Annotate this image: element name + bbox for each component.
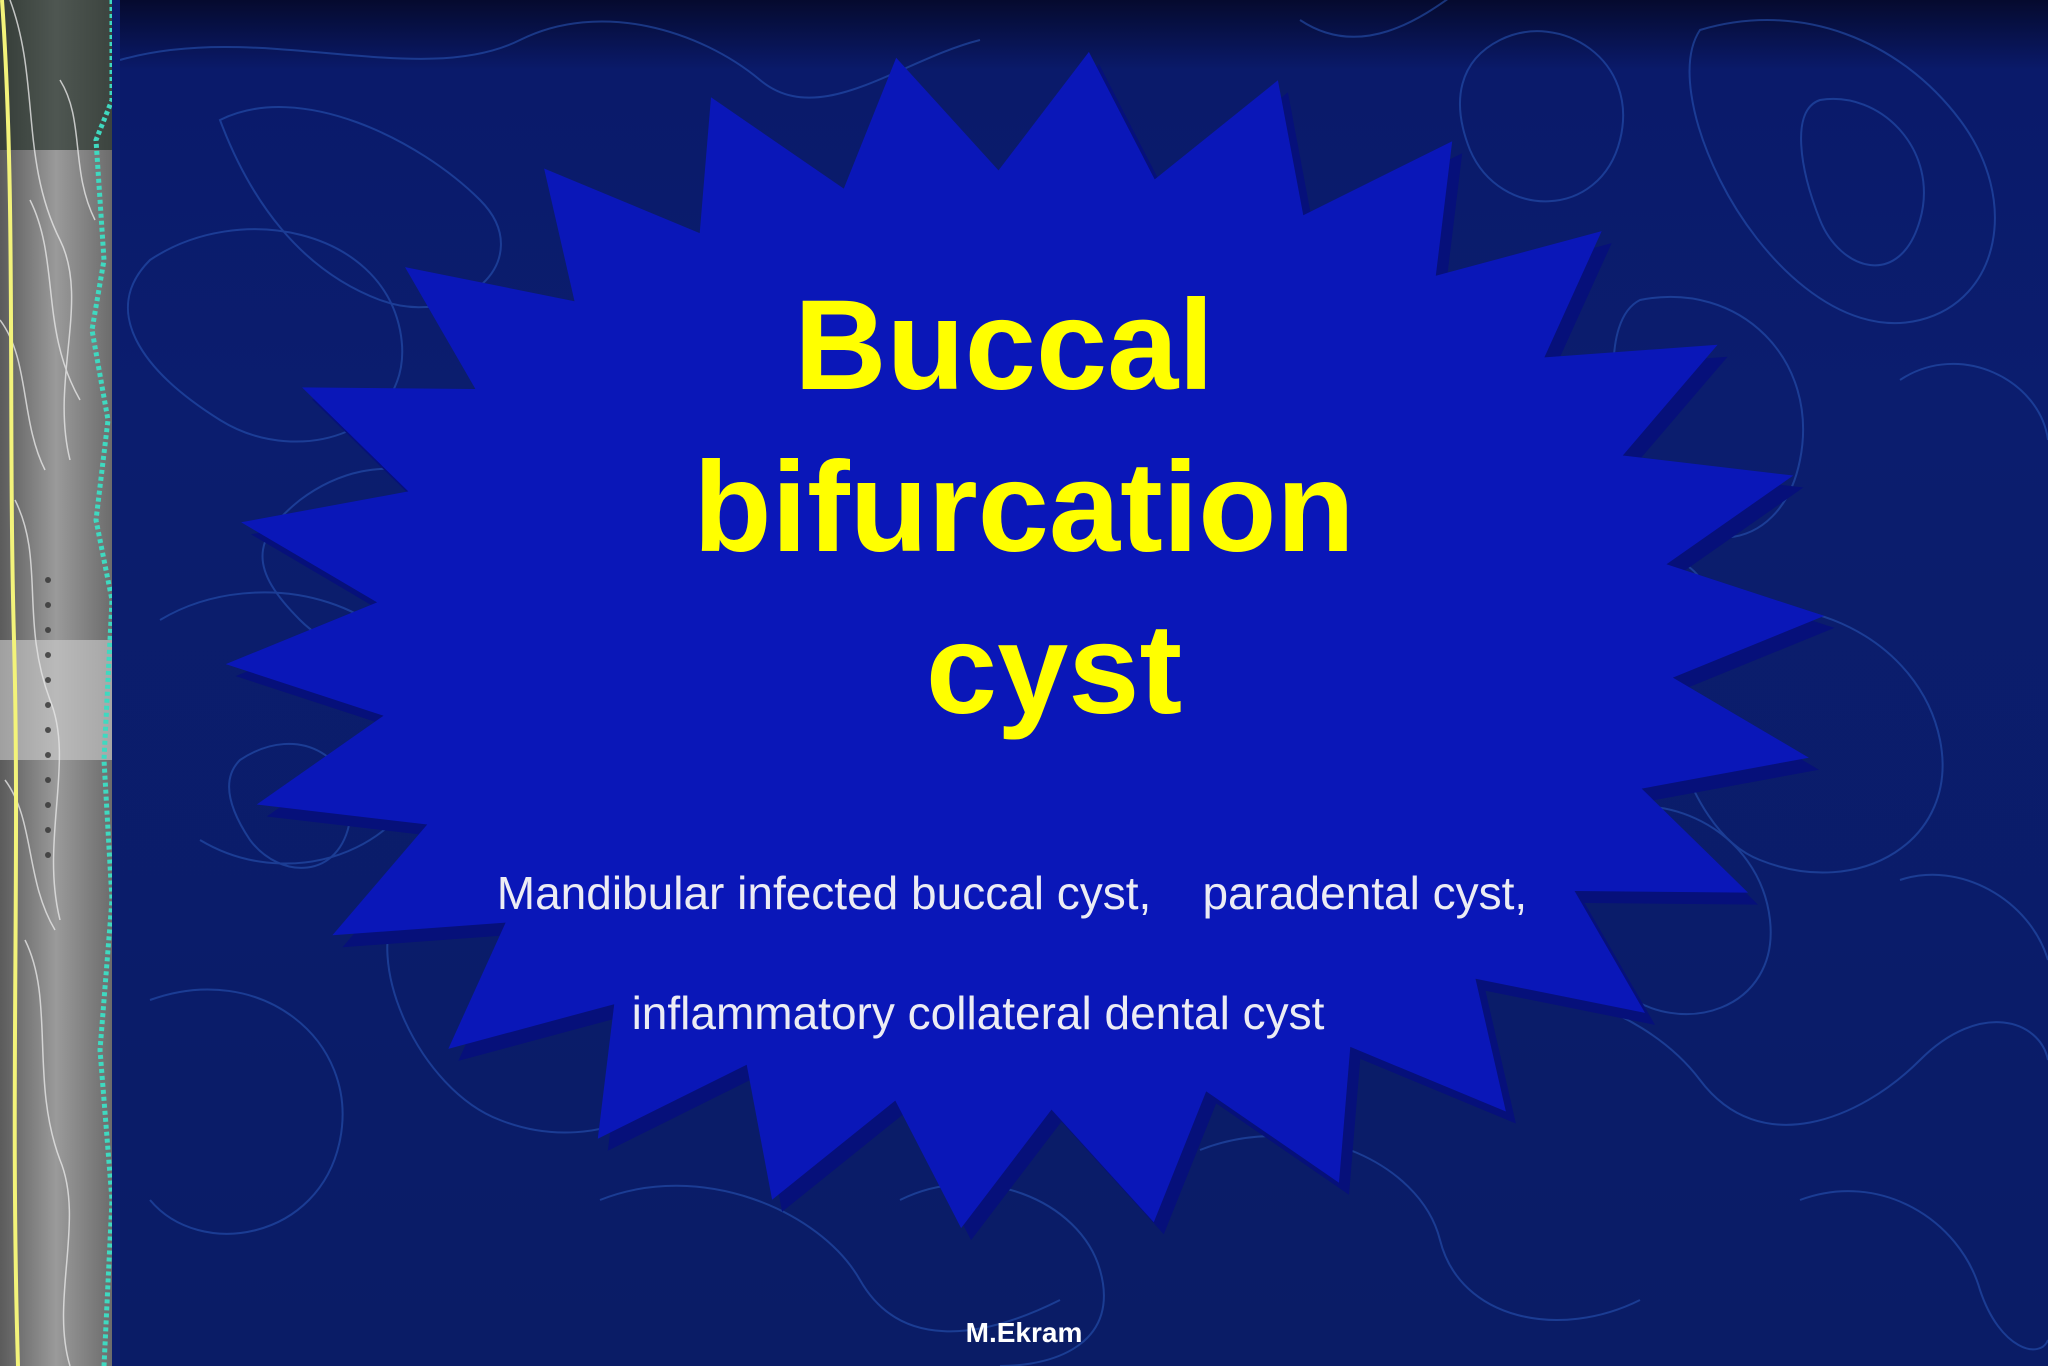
subtitle-line-1: Mandibular infected buccal cyst, paraden… [496,867,1528,919]
author-credit: M.Ekram [965,1317,1083,1348]
title-line-1: Buccal [794,274,1214,417]
title-line-3: cyst [925,598,1183,741]
title-line-2: bifurcation [693,436,1355,579]
starburst-fill [225,51,1825,1229]
slide-title: Buccal bifurcation cyst [0,265,2048,751]
map-strip-image [0,0,120,1366]
subtitle-line-2: inflammatory collateral dental cyst [631,987,1325,1039]
